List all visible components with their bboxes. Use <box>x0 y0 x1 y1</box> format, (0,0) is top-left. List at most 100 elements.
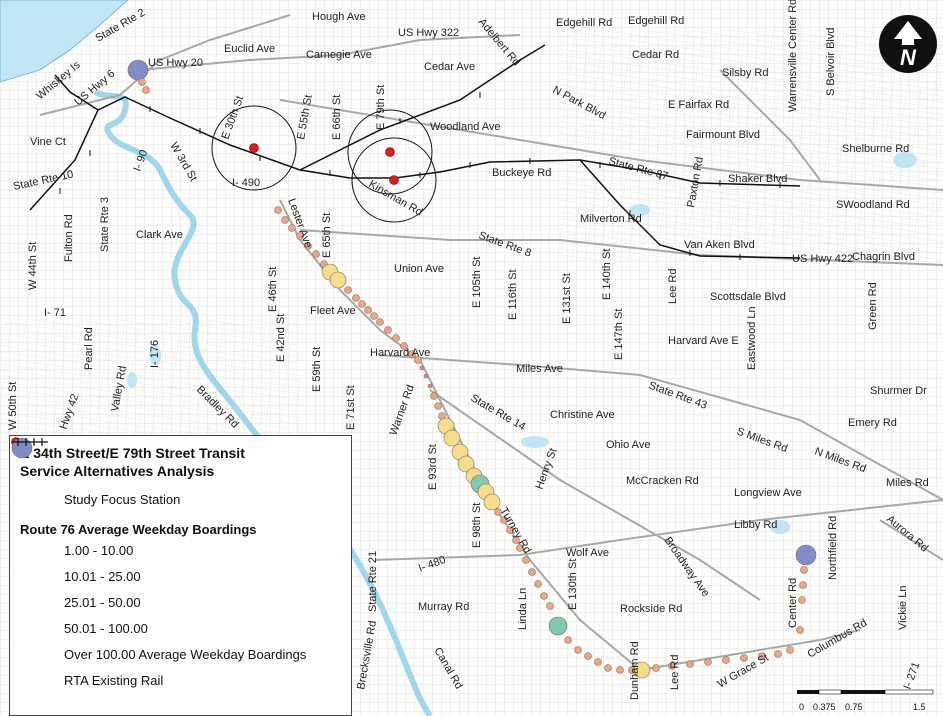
street-label-emery: Emery Rd <box>848 417 897 429</box>
route-76-stop[interactable] <box>500 516 508 524</box>
route-76-stop[interactable] <box>352 294 360 302</box>
legend-row-class-3: 25.01 - 50.00 <box>13 439 341 615</box>
route-76-stop[interactable] <box>329 271 347 289</box>
route-76-stop[interactable] <box>799 581 807 589</box>
legend-boardings-title: Route 76 Average Weekday Boardings <box>20 522 257 537</box>
route-76-stop[interactable] <box>516 544 524 552</box>
route-76-stop[interactable] <box>288 224 296 232</box>
route-76-stop[interactable] <box>392 334 400 342</box>
street-label-e147th: E 147th St <box>613 309 625 360</box>
route-76-stop[interactable] <box>142 86 150 94</box>
route-76-stop[interactable] <box>312 250 320 258</box>
route-76-stop[interactable] <box>686 660 694 668</box>
street-label-w44th: W 44th St <box>27 242 39 290</box>
route-76-stop[interactable] <box>344 286 352 294</box>
street-label-edgehill: Edgehill Rd <box>556 17 612 29</box>
street-label-i71: I- 71 <box>44 307 66 319</box>
street-label-buckeye: Buckeye Rd <box>492 167 551 179</box>
route-76-stop[interactable] <box>443 429 461 447</box>
route-76-stop[interactable] <box>434 402 442 410</box>
scale-tick-2: 0.75 <box>845 702 863 712</box>
street-label-shaker: Shaker Blvd <box>728 173 787 185</box>
cuyahoga-river <box>93 89 433 716</box>
route-76-stop[interactable] <box>296 232 304 240</box>
street-label-carnegie: Carnegie Ave <box>306 49 372 61</box>
route-76-stop[interactable] <box>633 661 651 679</box>
street-label-miles: Miles Ave <box>516 363 563 375</box>
route-76-stop[interactable] <box>512 536 520 544</box>
route-76-stop[interactable] <box>796 626 804 634</box>
street-grid-east <box>560 30 943 260</box>
route-76-stop[interactable] <box>400 342 408 350</box>
route-76-stop[interactable] <box>616 666 624 674</box>
street-label-pearl: Pearl Rd <box>83 327 95 370</box>
route-76-stop[interactable] <box>408 350 416 358</box>
route-76-stop[interactable] <box>548 616 568 636</box>
route-76-stop[interactable] <box>758 652 766 660</box>
street-label-union: Union Ave <box>394 263 444 275</box>
route-76-stop[interactable] <box>795 544 817 566</box>
route-76-stop[interactable] <box>564 636 572 644</box>
route-76-stop[interactable] <box>414 356 422 364</box>
street-label-e71st: E 71st St <box>345 385 357 430</box>
route-76-stop[interactable] <box>274 206 282 214</box>
route-76-stop[interactable] <box>800 566 808 574</box>
map-legend: E 34th Street/E 79th Street Transit Serv… <box>9 435 352 716</box>
route-76-stop[interactable] <box>304 242 312 250</box>
street-label-sislby: Silsby Rd <box>722 67 768 79</box>
route-76-stop[interactable] <box>652 664 660 672</box>
street-label-libby: Libby Rd <box>734 519 777 531</box>
route-76-stop[interactable] <box>483 493 501 511</box>
route-76-stop[interactable] <box>376 318 384 326</box>
route-76-stop[interactable] <box>574 646 582 654</box>
legend-class-label: 10.01 - 25.00 <box>64 568 141 584</box>
legend-row-focus-station: Study Focus Station <box>11 437 341 512</box>
route-76-stop[interactable] <box>528 568 536 576</box>
route-76-stop[interactable] <box>457 455 475 473</box>
study-focus-station[interactable] <box>389 175 399 185</box>
route-76-stop[interactable] <box>384 326 392 334</box>
route-76-stop[interactable] <box>423 373 429 379</box>
street-label-fleet: Fleet Ave <box>310 305 356 317</box>
street-label-i176: I- 176 <box>149 340 161 368</box>
lake-erie <box>0 0 129 83</box>
route-76-stop[interactable] <box>722 656 730 664</box>
route-76-stop[interactable] <box>138 78 146 86</box>
street-label-greenRd: Green Rd <box>867 282 879 330</box>
route-76-stop[interactable] <box>798 596 806 604</box>
study-focus-station[interactable] <box>385 147 395 157</box>
station-buffer-e79th-a <box>347 109 433 195</box>
route-76-stop[interactable] <box>534 580 542 588</box>
route-76-stop[interactable] <box>704 658 712 666</box>
route-76-stop[interactable] <box>774 650 782 658</box>
route-76-stop[interactable] <box>281 216 289 224</box>
study-focus-station[interactable] <box>249 143 259 153</box>
route-76-stop[interactable] <box>430 392 438 400</box>
route-76-stop[interactable] <box>427 383 433 389</box>
route-76-stop[interactable] <box>604 664 612 672</box>
route-76-stop[interactable] <box>594 658 602 666</box>
route-76-stop[interactable] <box>546 602 554 610</box>
route-76-stop[interactable] <box>370 312 378 320</box>
route-76-stop[interactable] <box>540 592 548 600</box>
route-76-stop[interactable] <box>494 508 502 516</box>
route-76-stop[interactable] <box>358 300 366 308</box>
street-label-harvard: Harvard Ave <box>370 347 430 359</box>
route-76-stop[interactable] <box>506 526 514 534</box>
route-76-stop[interactable] <box>740 654 748 662</box>
route-76-stop[interactable] <box>364 306 372 314</box>
station-buffer-e79th-b <box>351 137 437 223</box>
street-label-centerRd: Center Rd <box>787 578 799 628</box>
legend-focus-station-label: Study Focus Station <box>64 491 181 507</box>
route-76-stop[interactable] <box>522 556 530 564</box>
route-76-stop[interactable] <box>419 365 425 371</box>
route-76-stop[interactable] <box>584 652 592 660</box>
route-76-stop[interactable] <box>127 59 149 81</box>
study-focus-stations <box>211 105 437 223</box>
pond <box>521 436 549 448</box>
route-76-stop[interactable] <box>786 646 794 654</box>
street-label-w50th: W 50th St <box>7 382 19 430</box>
route-76-stop[interactable] <box>668 662 676 670</box>
